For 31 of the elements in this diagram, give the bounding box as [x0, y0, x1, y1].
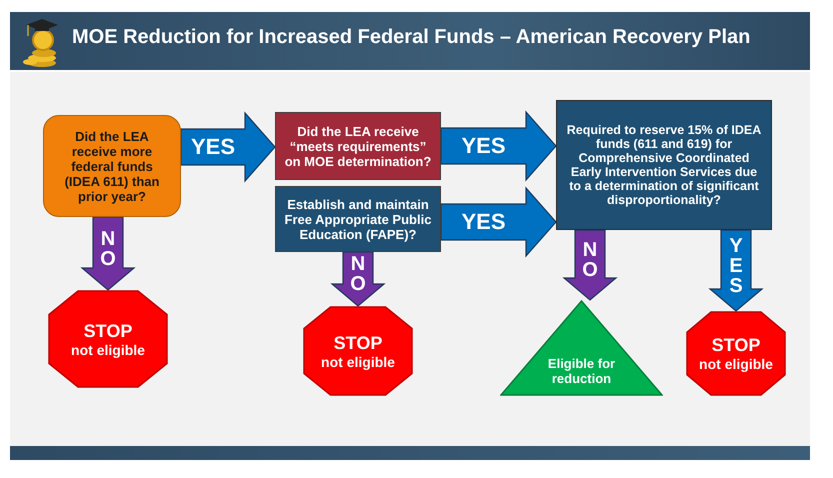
stop-heading: STOP — [712, 335, 760, 356]
question-text: Required to reserve 15% of IDEA funds (611 and 619) for Comprehensive Coordinated Early Intervention Services due to a determination of significant disproportionality? — [566, 123, 762, 207]
stop-heading: STOP — [84, 320, 132, 342]
outcome-text: Eligible for reduction — [546, 356, 616, 386]
block-arrow — [562, 229, 618, 301]
edge-label: YES — [462, 133, 506, 159]
edge-label: YES — [191, 134, 236, 160]
outcome-triangle — [500, 300, 663, 396]
decision-box — [275, 112, 441, 180]
block-arrow — [330, 251, 386, 307]
edge-label: NO — [349, 254, 367, 294]
block-arrow — [80, 216, 136, 291]
decision-box — [43, 115, 181, 217]
stop-heading: STOP — [334, 332, 382, 354]
stop-note: not eligible — [321, 354, 395, 370]
edge-label: NO — [581, 240, 599, 280]
block-arrow — [180, 111, 276, 183]
edge-label: YES — [728, 236, 744, 296]
stop-note: not eligible — [71, 342, 145, 358]
question-text: Did the LEA receive “meets requirements” on MOE determination? — [284, 124, 432, 168]
block-arrow — [440, 110, 557, 182]
title: MOE Reduction for Increased Federal Funds – American Recovery Plan — [72, 26, 750, 49]
edge-label: YES — [462, 209, 506, 235]
block-arrow — [708, 229, 764, 312]
stop-note: not eligible — [699, 356, 773, 372]
question-text: Establish and maintain Free Appropriate Public Education (FAPE)? — [284, 196, 432, 242]
decision-box — [275, 186, 441, 252]
edge-label: NO — [99, 228, 117, 268]
question-text: Did the LEA receive more federal funds (IDEA 611) than prior year? — [64, 128, 160, 204]
block-arrow — [440, 186, 557, 258]
decision-box — [556, 100, 772, 230]
